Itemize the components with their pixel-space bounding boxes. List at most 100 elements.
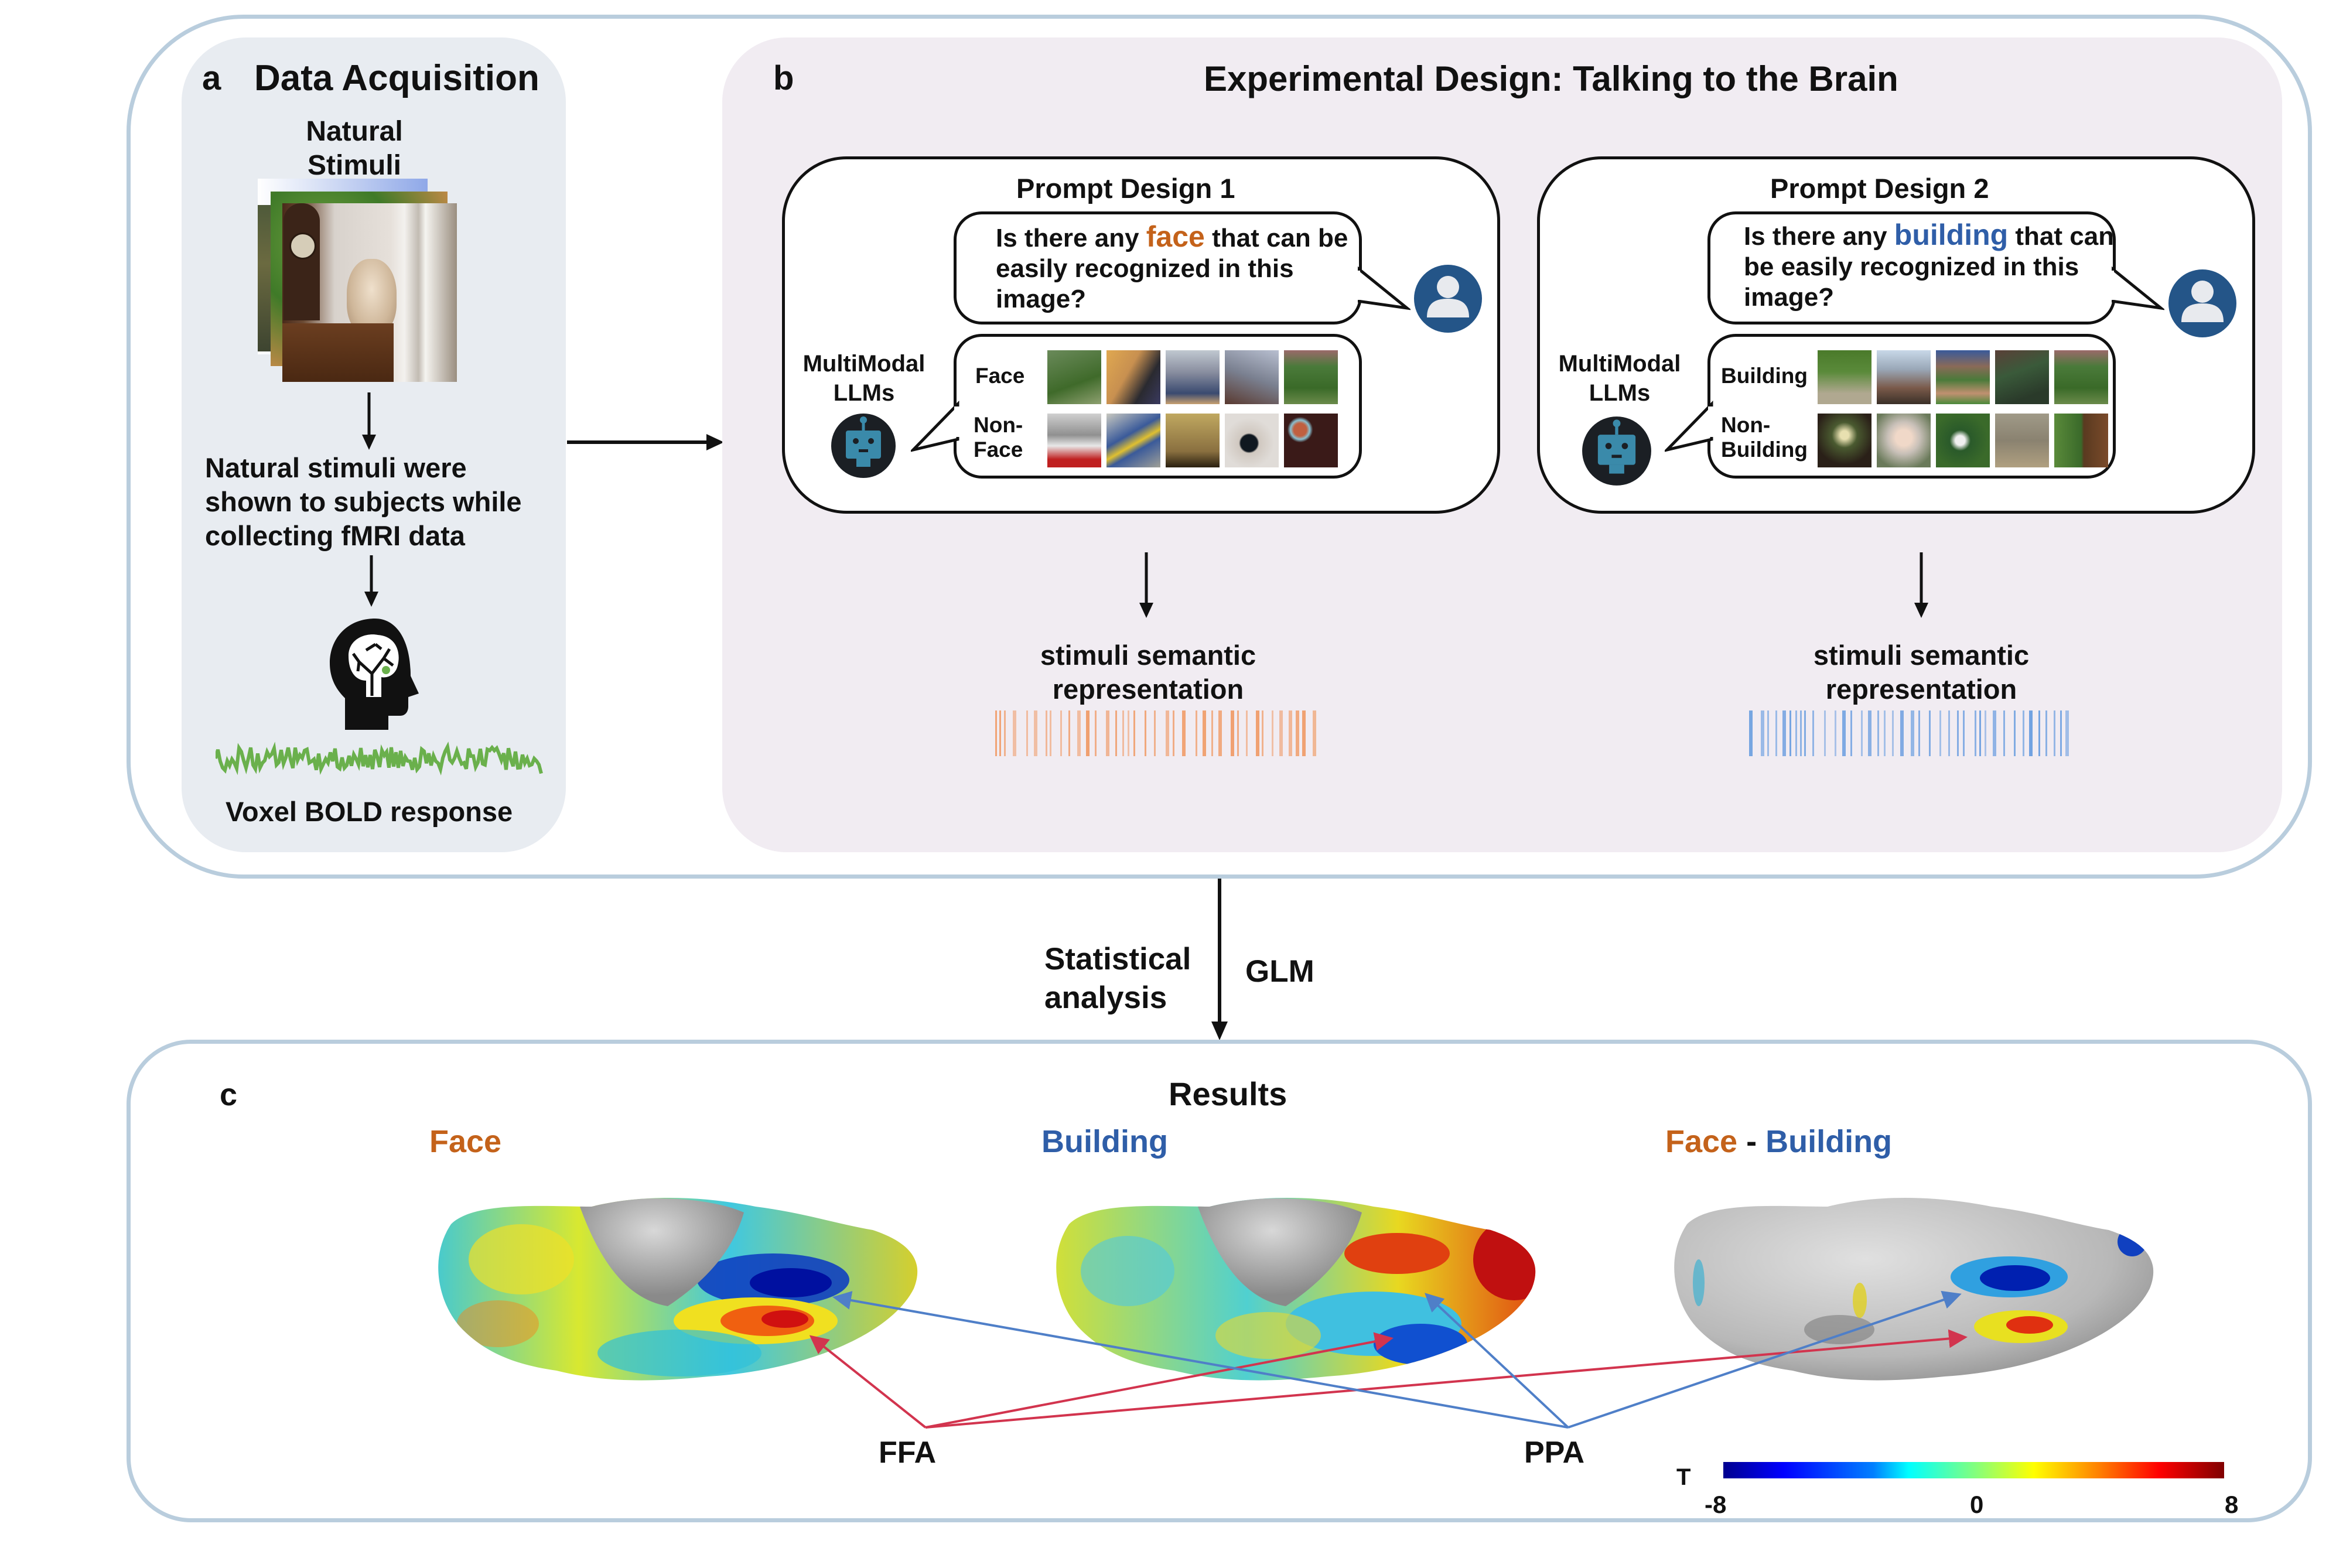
panel-a-letter: a <box>202 59 221 97</box>
question-1-line2: easily recognized in this <box>996 254 1294 283</box>
cabinet <box>282 323 394 382</box>
barcode-bar <box>1004 710 1006 756</box>
bold-signal-path <box>216 741 543 776</box>
contrast-face: Face <box>1665 1124 1738 1159</box>
barcode-bar <box>1133 710 1135 756</box>
barcode-bar <box>1231 710 1234 756</box>
barcode-bar <box>1145 710 1146 756</box>
barcode-bar <box>1122 710 1124 756</box>
description-line-3: collecting fMRI data <box>205 520 465 551</box>
thumbnail <box>2054 350 2108 404</box>
barcode-bar <box>1918 710 1920 756</box>
panel-c-letter: c <box>220 1077 238 1112</box>
brain-map-face <box>438 1198 918 1381</box>
colorbar-min-label: -8 <box>1705 1491 1727 1518</box>
barcode-bar <box>2045 710 2047 756</box>
barcode-bar <box>1957 710 1959 756</box>
thumbnail <box>1047 414 1101 467</box>
barcode-bar <box>1804 710 1806 756</box>
barcode-bar <box>1046 710 1047 756</box>
answer-1-row2-label: Non- Face <box>974 413 1023 462</box>
barcode-bar <box>1095 710 1097 756</box>
barcode-bar <box>1842 710 1846 756</box>
stimulus-image-cat <box>282 203 457 382</box>
llm-label-2-line1: MultiModal <box>1558 351 1681 377</box>
barcode-bar <box>1892 710 1894 756</box>
barcode-bar <box>1034 710 1037 756</box>
barcode-bar <box>1850 710 1852 756</box>
barcode-bar <box>1775 710 1777 756</box>
representation-2-line1: stimuli semantic <box>1813 640 2030 671</box>
barcode-bar <box>1767 710 1769 756</box>
map-label-contrast: Face - Building <box>1665 1123 1892 1160</box>
answer-bubble-1-tail <box>911 400 962 452</box>
description-line-1: Natural stimuli were <box>205 452 467 483</box>
llm-label-1: MultiModal LLMs <box>794 349 934 408</box>
map-label-building: Building <box>1041 1124 1168 1159</box>
barcode-bar <box>1749 710 1753 756</box>
glm-label: GLM <box>1245 954 1314 989</box>
stimuli-label-line2: Stimuli <box>307 150 401 181</box>
question-1-prefix: Is there any <box>996 224 1146 252</box>
representation-1-line2: representation <box>1052 674 1244 705</box>
statistical-analysis-label: Statistical analysis <box>1044 940 1191 1017</box>
answer-2-row1-label: Building <box>1721 364 1808 388</box>
thumbnail <box>1047 350 1101 404</box>
barcode-bar <box>1026 710 1028 756</box>
llm-label-1-line1: MultiModal <box>802 351 925 377</box>
barcode-bar <box>999 710 1001 756</box>
barcode-bar <box>1182 710 1186 756</box>
barcode-bar <box>1279 710 1283 756</box>
barcode-bar <box>1289 710 1292 756</box>
barcode-bar <box>1877 710 1879 756</box>
representation-label-2: stimuli semantic representation <box>1775 638 2068 706</box>
ffa-pointer-building <box>925 1332 1394 1429</box>
barcode-bar <box>1313 710 1316 756</box>
barcode-bar <box>1963 710 1965 756</box>
thumbnail <box>1166 414 1220 467</box>
question-2-line2: be easily recognized in this <box>1744 252 2079 281</box>
thumbnail <box>1995 350 2049 404</box>
question-bubble-1 <box>954 211 1362 324</box>
arrow-down-1 <box>362 392 376 450</box>
barcode-bar <box>1211 710 1213 756</box>
thumbnail <box>1818 414 1871 467</box>
representation-1-line1: stimuli semantic <box>1040 640 1256 671</box>
barcode-bar <box>1911 710 1914 756</box>
ppa-pointer-contrast <box>1567 1290 1962 1429</box>
arrow-down-2 <box>364 555 378 607</box>
thumbnail <box>1818 350 1871 404</box>
answer-2-row2-label: Non- Building <box>1721 413 1808 462</box>
barcode-bar <box>2065 710 2069 756</box>
barcode-bar <box>1115 710 1117 756</box>
question-2-suffix: that can <box>2008 222 2115 251</box>
answer-2-row2-line1: Non- <box>1721 413 1771 437</box>
ppa-pointer-face <box>832 1291 1569 1429</box>
barcode-bar <box>1050 710 1051 756</box>
stimuli-label-line1: Natural <box>306 116 403 147</box>
stimuli-label: Natural Stimuli <box>287 115 422 183</box>
barcode-bar <box>2014 710 2016 756</box>
user-avatar-icon <box>1414 265 1482 333</box>
thumbnail <box>1284 350 1338 404</box>
barcode-bar <box>1166 710 1169 756</box>
barcode-bar <box>1237 710 1239 756</box>
barcode-bar <box>2023 710 2024 756</box>
barcode-bar <box>1068 710 1070 756</box>
bold-signal-trace <box>216 741 543 776</box>
statistical-analysis-line1: Statistical <box>1044 942 1191 976</box>
ppa-pointer-building <box>1425 1293 1569 1429</box>
map-label-face: Face <box>429 1124 502 1159</box>
barcode-bar <box>1789 710 1791 756</box>
barcode-bar <box>1979 710 1981 756</box>
llm-label-1-line2: LLMs <box>833 380 895 406</box>
barcode-bar <box>1929 710 1931 756</box>
answer-2-row2-line2: Building <box>1721 438 1808 462</box>
user-avatar-icon <box>2168 269 2236 337</box>
question-2-line3: image? <box>1744 283 1835 312</box>
barcode-bar <box>1154 710 1156 756</box>
panel-b-letter: b <box>773 59 794 97</box>
question-1-keyword: face <box>1146 220 1205 253</box>
barcode-bar <box>1218 710 1222 756</box>
